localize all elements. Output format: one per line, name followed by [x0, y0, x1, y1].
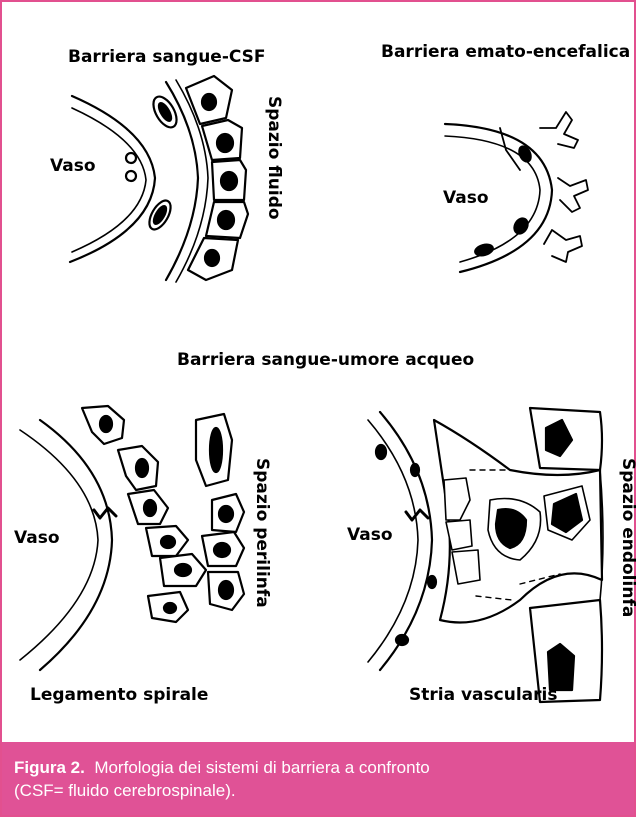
epithelial-cells	[186, 76, 248, 280]
cell-nucleus	[396, 635, 408, 645]
vessel-wall-inner	[70, 96, 155, 262]
title-blood-aqueous-barrier: Barriera sangue-umore acqueo	[177, 352, 474, 369]
title-blood-brain-barrier: Barriera emato-encefalica	[381, 44, 630, 61]
caption-label: Figura 2.	[14, 758, 85, 777]
cell-nucleus	[428, 576, 436, 588]
blood-cell	[126, 153, 136, 163]
cell-nucleus	[512, 216, 530, 236]
blood-cell	[126, 171, 136, 181]
cell-nucleus	[411, 464, 419, 476]
astrocyte-endfeet	[500, 112, 588, 262]
vessel-label: Vaso	[50, 158, 96, 175]
endolymph-space-label: Spazio endolinfa	[619, 458, 636, 617]
cell-nucleus	[474, 243, 494, 257]
caption-text-2: (CSF= fluido cerebrospinale).	[14, 781, 236, 800]
vessel-label: Vaso	[443, 190, 489, 207]
choroid-plexus-diagram	[70, 76, 248, 282]
barrier-diagram	[0, 0, 636, 740]
figure-caption: Figura 2. Morfologia dei sistemi di barr…	[2, 742, 634, 815]
title-blood-csf-barrier: Barriera sangue-CSF	[68, 49, 266, 66]
stria-vascularis-diagram	[368, 408, 603, 702]
title-stria-vascularis: Stria vascularis	[409, 687, 557, 704]
vessel-wall-marker	[94, 508, 116, 518]
vessel-label: Vaso	[14, 530, 60, 547]
perilymph-space-label: Spazio perilinfa	[253, 458, 270, 608]
cell-nucleus	[376, 445, 386, 459]
vessel-label: Vaso	[347, 527, 393, 544]
caption-text: Morfologia dei sistemi di barriera a con…	[94, 758, 429, 777]
fluid-space-label: Spazio fluido	[265, 96, 282, 220]
fibrocytes	[82, 406, 244, 622]
title-spiral-ligament: Legamento spirale	[30, 687, 208, 704]
vessel-wall-marker	[406, 510, 428, 520]
